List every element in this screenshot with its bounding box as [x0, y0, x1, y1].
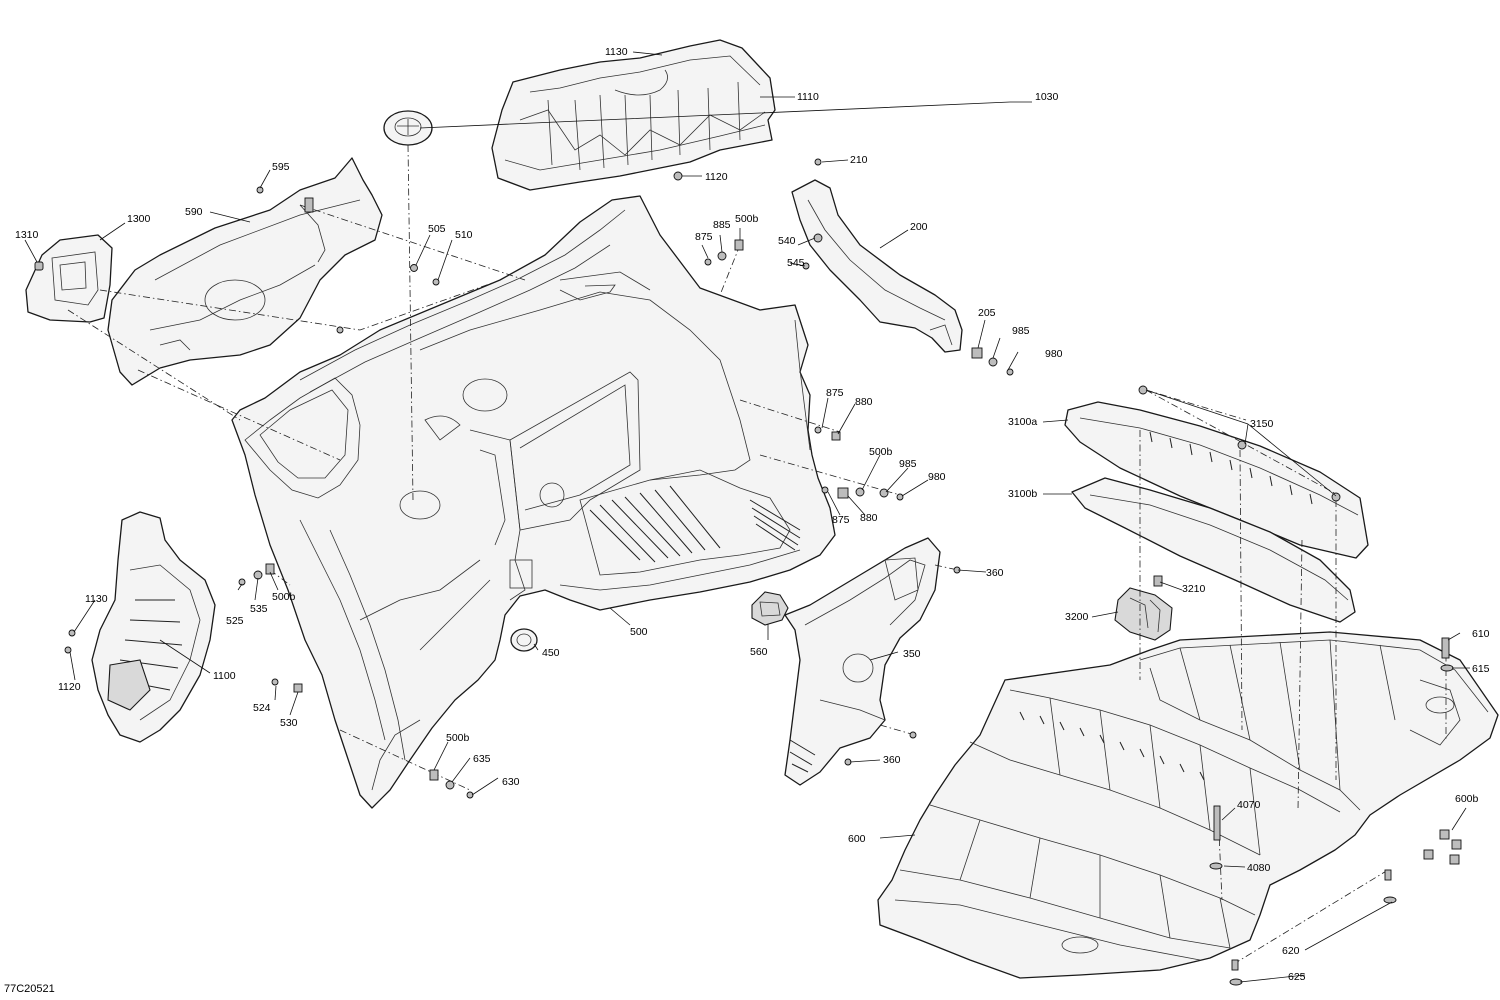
callout-450: 450 [542, 647, 560, 659]
callout-1130: 1130 [85, 593, 108, 605]
callout-1300: 1300 [127, 213, 151, 225]
callout-210: 210 [850, 154, 868, 166]
callout-500b: 500b [735, 213, 759, 225]
callout-610: 610 [1472, 628, 1490, 640]
part-1030-grommet [383, 110, 433, 146]
part-1110-upper-panel [491, 39, 776, 191]
callout-1120: 1120 [705, 171, 728, 183]
callout-530: 530 [280, 717, 298, 729]
callout-600b: 600b [1455, 793, 1479, 805]
callout-875: 875 [832, 514, 850, 526]
callout-980: 980 [1045, 348, 1063, 360]
callout-360: 360 [986, 567, 1004, 579]
callout-3210: 3210 [1182, 583, 1206, 595]
callout-360: 360 [883, 754, 901, 766]
callout-3150: 3150 [1250, 418, 1274, 430]
callout-500b: 500b [446, 732, 470, 744]
callout-4080: 4080 [1247, 862, 1271, 874]
callout-3200: 3200 [1065, 611, 1089, 623]
callout-3100b: 3100b [1008, 488, 1037, 500]
callout-524: 524 [253, 702, 271, 714]
callout-590: 590 [185, 206, 203, 218]
callout-620: 620 [1282, 945, 1300, 957]
callout-200: 200 [910, 221, 928, 233]
callout-880: 880 [860, 512, 878, 524]
callout-880: 880 [855, 396, 873, 408]
part-1100-lower-fender [91, 511, 216, 743]
callout-535: 535 [250, 603, 268, 615]
hardware [34, 158, 1462, 986]
callout-1310: 1310 [15, 229, 39, 241]
callout-labels: 1030 1130 1110 1120 210 200 595 590 1300… [15, 46, 1490, 983]
callout-350: 350 [903, 648, 921, 660]
part-560-clip [751, 591, 789, 626]
part-350-side-panel [784, 537, 941, 786]
part-600-cargo-floor [877, 631, 1499, 979]
callout-600: 600 [848, 833, 866, 845]
callout-1130: 1130 [605, 46, 628, 58]
callout-500b: 500b [869, 446, 893, 458]
callout-525: 525 [226, 615, 244, 627]
callout-540: 540 [778, 235, 796, 247]
callout-980: 980 [928, 471, 946, 483]
callout-4070: 4070 [1237, 799, 1261, 811]
callout-500: 500 [630, 626, 648, 638]
callout-985: 985 [899, 458, 917, 470]
part-450-plug [510, 628, 538, 652]
callout-615: 615 [1472, 663, 1490, 675]
part-3100a-rail [1064, 401, 1369, 559]
leader-lines [24, 51, 1470, 983]
callout-885: 885 [713, 219, 731, 231]
part-590-side-panel [107, 157, 383, 386]
part-1300-front-cover [25, 234, 113, 323]
drawing-reference-number: 77C20521 [4, 983, 55, 995]
callout-1030: 1030 [1035, 91, 1059, 103]
callout-510: 510 [455, 229, 473, 241]
callout-595: 595 [272, 161, 290, 173]
callout-560: 560 [750, 646, 768, 658]
callout-505: 505 [428, 223, 446, 235]
assembly-lines [67, 144, 1447, 966]
callout-630: 630 [502, 776, 520, 788]
callout-1100: 1100 [213, 670, 236, 682]
callout-1110: 1110 [797, 91, 819, 103]
part-500-main-body [231, 195, 836, 809]
callout-3100a: 3100a [1008, 416, 1037, 428]
callout-985: 985 [1012, 325, 1030, 337]
callout-635: 635 [473, 753, 491, 765]
callout-1120: 1120 [58, 681, 81, 693]
callout-625: 625 [1288, 971, 1306, 983]
part-200-bracket [791, 179, 963, 353]
callout-875: 875 [695, 231, 713, 243]
callout-875: 875 [826, 387, 844, 399]
callout-500b: 500b [272, 591, 296, 603]
callout-205: 205 [978, 307, 996, 319]
callout-545: 545 [787, 257, 805, 269]
